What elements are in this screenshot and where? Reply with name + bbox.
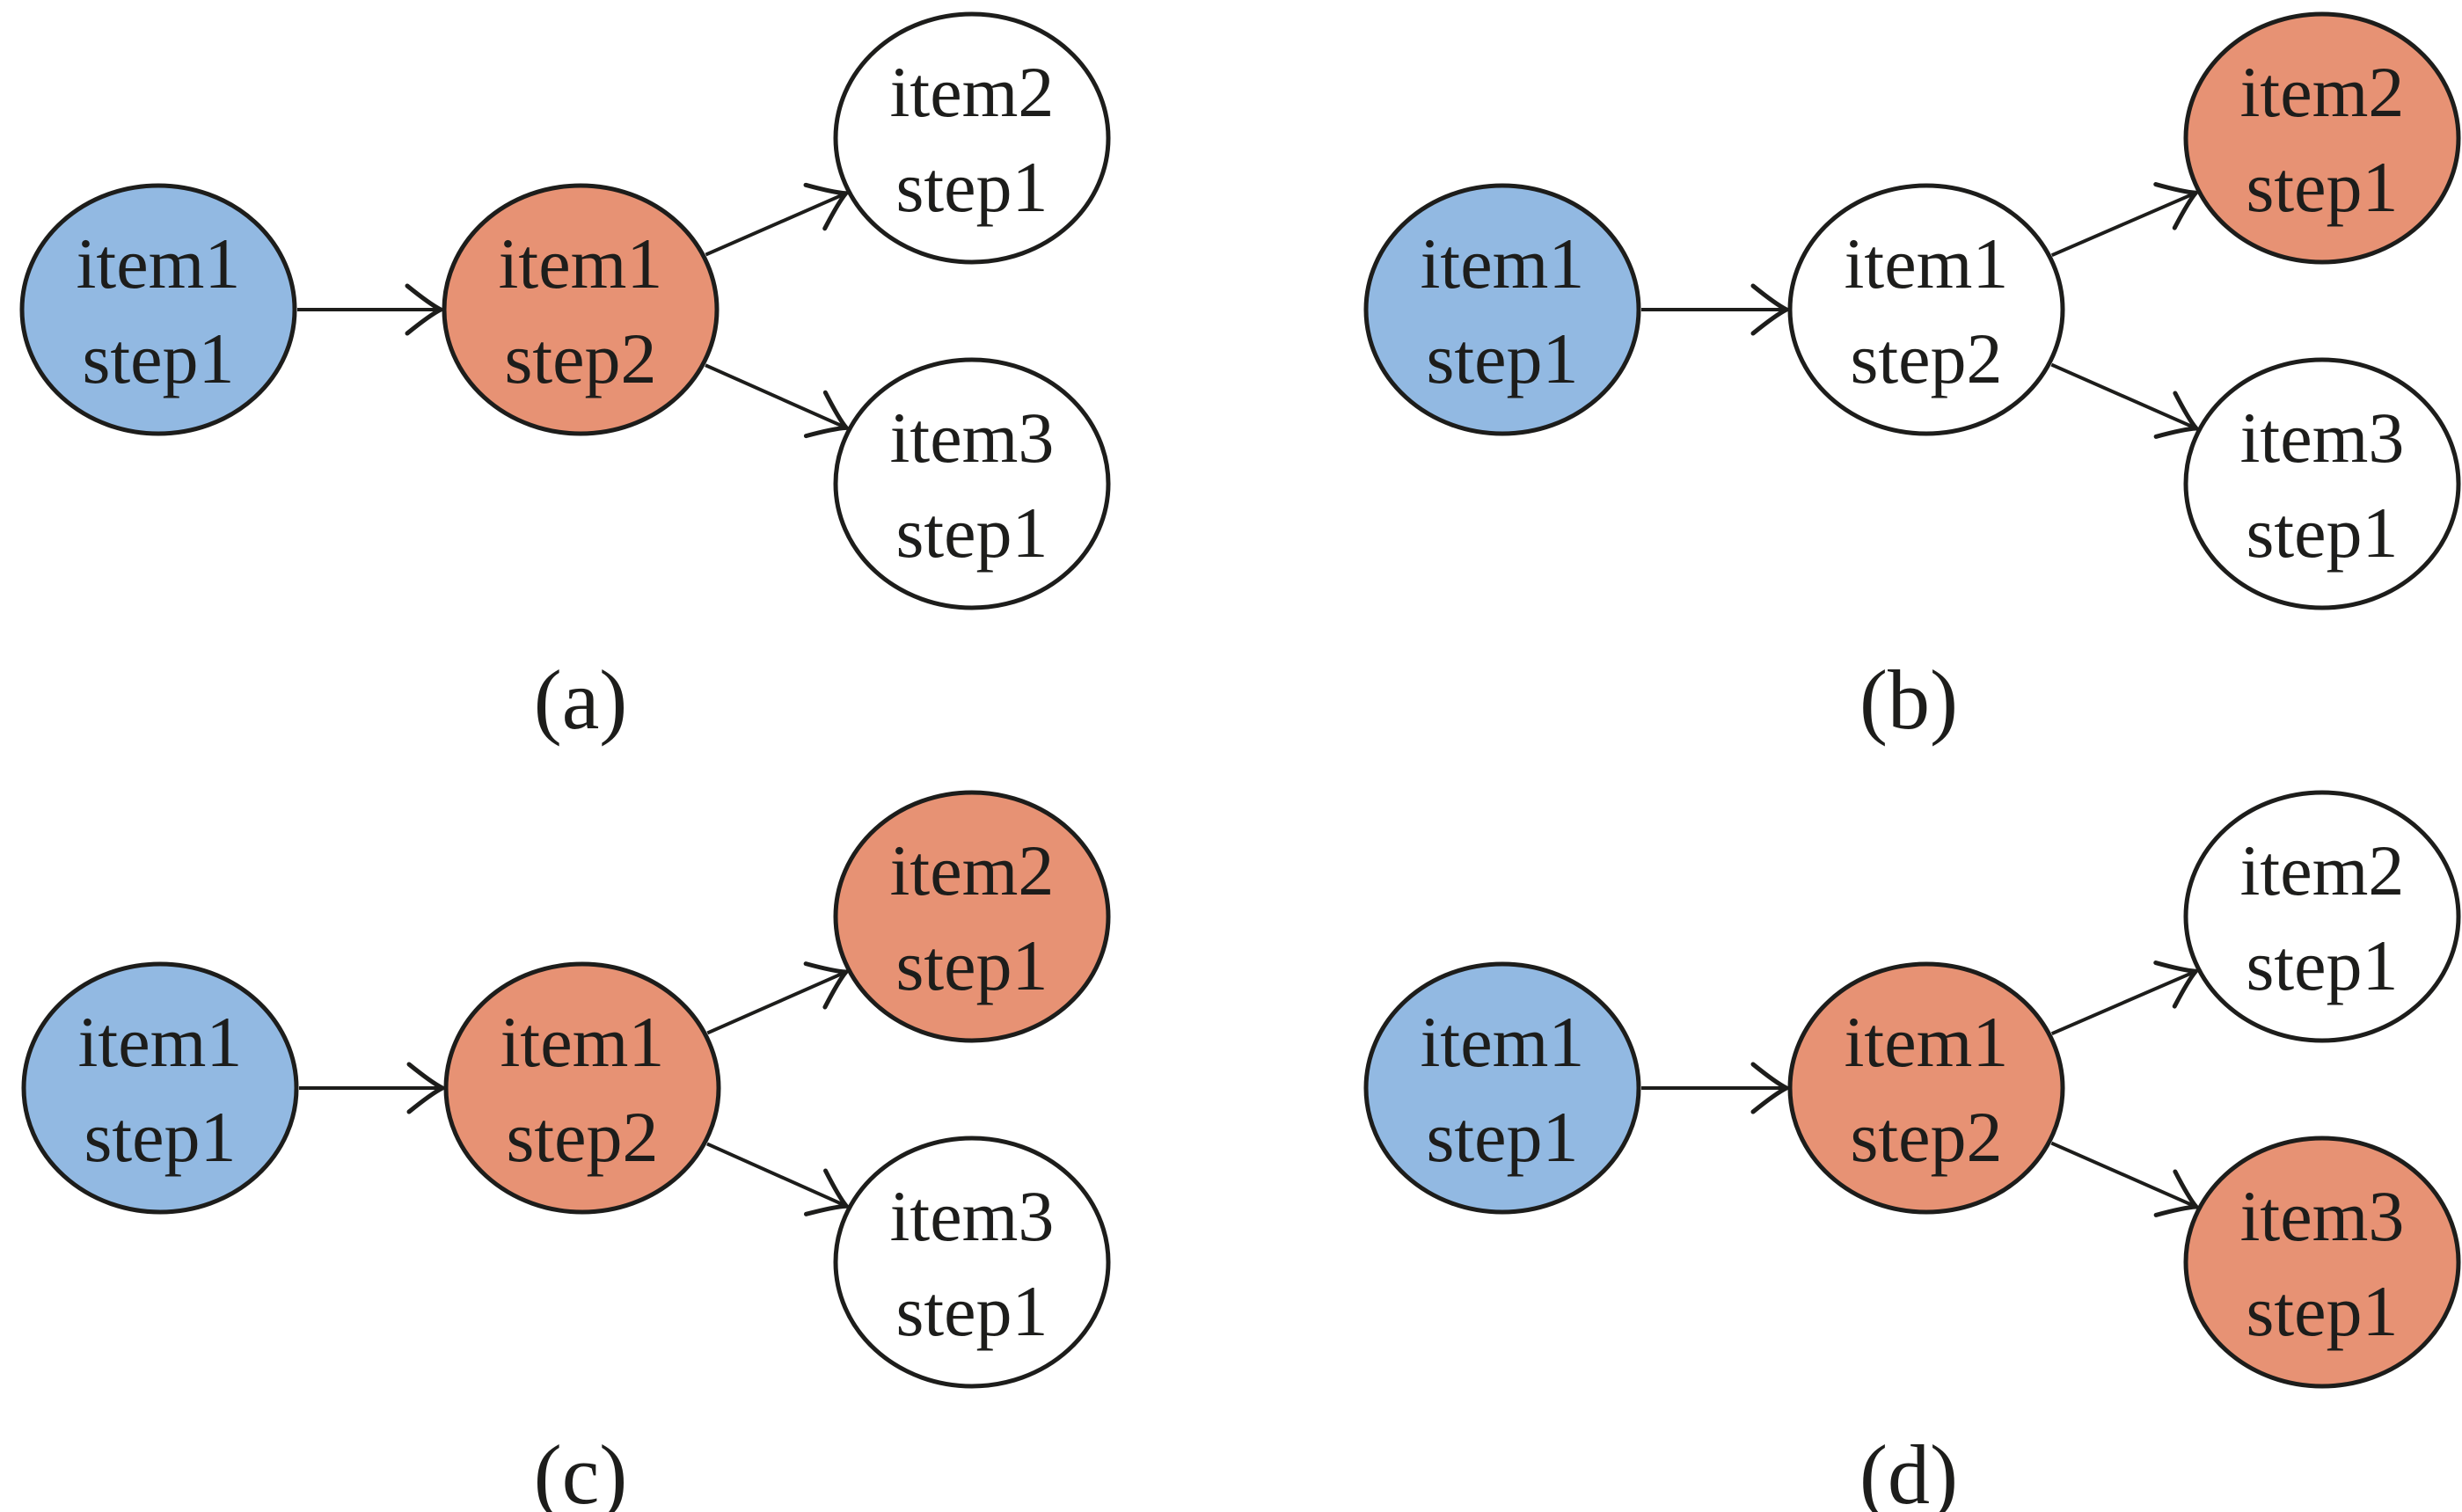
node-label: step1	[895, 493, 1048, 573]
node-b-item1-step1	[1363, 183, 1641, 436]
node-a-item1-step2	[442, 183, 720, 436]
node-label: item1	[77, 223, 241, 303]
node-label: step1	[1426, 1097, 1578, 1177]
node-label: item3	[890, 1176, 1055, 1256]
node-c-item1-step1	[21, 961, 299, 1215]
node-label: step1	[895, 1271, 1048, 1351]
node-label: item1	[1421, 1002, 1585, 1082]
panel-a: item1 step1 item1 step2 item2 step1 item3 step1…	[19, 11, 1111, 747]
panel-b: item1 step1 item1 step2 item2 step1 item3 step1…	[1363, 11, 2461, 747]
node-label: step1	[2246, 147, 2398, 227]
node-label: item2	[890, 830, 1055, 910]
node-d-item1-step2	[1787, 961, 2065, 1215]
node-label: item1	[499, 223, 663, 303]
edge-arrow	[706, 961, 851, 1035]
node-label: step1	[895, 147, 1048, 227]
panel-d: item1 step1 item1 step2 item2 step1 item3 step1…	[1363, 790, 2461, 1512]
edge-arrow	[2050, 182, 2201, 258]
edge-arrow	[705, 182, 851, 257]
node-label: step1	[2246, 493, 2398, 573]
node-a-item3-step1	[833, 357, 1111, 610]
node-b-item1-step2	[1787, 183, 2065, 436]
node-a-item2-step1	[833, 11, 1111, 265]
node-label: step2	[1850, 318, 2002, 398]
node-c-item2-step1	[833, 790, 1111, 1043]
node-d-item3-step1	[2183, 1136, 2461, 1389]
node-label: item3	[2240, 1176, 2405, 1256]
edge-arrow	[2050, 1141, 2201, 1217]
edge-arrow	[2050, 362, 2201, 439]
edge-arrow	[2050, 961, 2201, 1036]
node-d-item2-step1	[2183, 790, 2461, 1043]
node-label: item1	[1845, 223, 2009, 303]
node-label: step1	[2246, 925, 2398, 1005]
panel-caption: (a)	[534, 653, 628, 747]
node-label: item1	[500, 1002, 665, 1082]
node-label: step1	[895, 925, 1048, 1005]
node-label: item2	[2240, 52, 2405, 132]
node-label: step1	[82, 318, 234, 398]
node-label: item2	[2240, 830, 2405, 910]
node-label: item1	[78, 1002, 243, 1082]
node-label: item1	[1845, 1002, 2009, 1082]
panel-c: item1 step1 item1 step2 item2 step1 item3 step1…	[21, 790, 1111, 1512]
node-label: step2	[506, 1097, 658, 1177]
node-label: item3	[890, 398, 1055, 478]
node-label: step1	[84, 1097, 236, 1177]
node-b-item2-step1	[2183, 11, 2461, 265]
panel-caption: (d)	[1859, 1428, 1958, 1512]
node-label: step2	[1850, 1097, 2002, 1177]
node-label: item3	[2240, 398, 2405, 478]
node-label: step1	[1426, 318, 1578, 398]
node-c-item3-step1	[833, 1136, 1111, 1389]
edge-arrow	[706, 1142, 851, 1216]
node-b-item3-step1	[2183, 357, 2461, 610]
edge-arrow	[705, 363, 851, 439]
node-a-item1-step1	[19, 183, 297, 436]
node-label: step1	[2246, 1271, 2398, 1351]
panel-caption: (b)	[1859, 653, 1958, 747]
node-label: item1	[1421, 223, 1585, 303]
node-c-item1-step2	[443, 961, 721, 1215]
node-label: item2	[890, 52, 1055, 132]
node-label: step2	[504, 318, 656, 398]
panel-caption: (c)	[534, 1428, 628, 1512]
node-d-item1-step1	[1363, 961, 1641, 1215]
